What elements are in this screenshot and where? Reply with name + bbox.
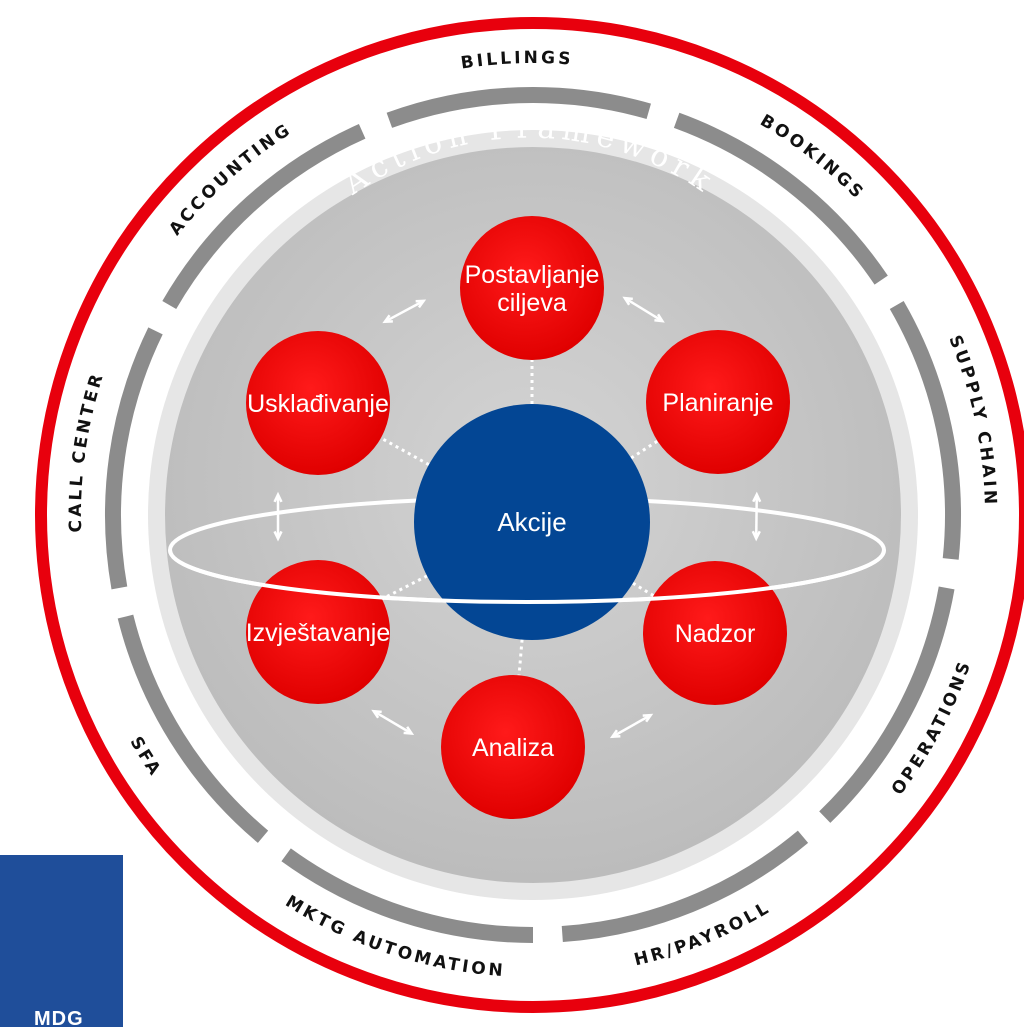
segment-bar (105, 327, 163, 590)
node-uskladjivanje: Usklađivanje (246, 331, 390, 475)
node-circle (646, 330, 790, 474)
connectors (273, 296, 762, 739)
node-circle (460, 216, 604, 360)
double-arrow (609, 713, 654, 739)
node-label: ciljeva (497, 289, 567, 317)
logo: MDG (0, 855, 123, 1027)
spoke-connector (517, 639, 524, 676)
double-arrow (622, 296, 665, 323)
node-circle (441, 675, 585, 819)
segment-bar (819, 586, 955, 823)
node-label: Analiza (472, 734, 554, 762)
segment-bar (561, 830, 809, 942)
segment-bar (162, 124, 366, 310)
double-arrow (382, 299, 427, 324)
segment-bar (117, 614, 269, 843)
node-label: Usklađivanje (247, 390, 389, 418)
segment-bar (889, 301, 961, 560)
double-arrow (273, 491, 283, 542)
node-analiza: Analiza (441, 675, 585, 819)
node-nadzor: Nadzor (643, 561, 787, 705)
segment-bar (673, 112, 888, 285)
action-nodes: PostavljanjeciljevaPlaniranjeNadzorAnali… (246, 216, 790, 819)
spoke-connector (380, 436, 430, 466)
logo-text: MDG (34, 1008, 84, 1027)
outer-segment-bars (105, 87, 961, 943)
node-label: Postavljanje (465, 261, 600, 289)
node-label: Planiranje (662, 389, 773, 417)
node-planiranje: Planiranje (646, 330, 790, 474)
node-izvjestavanje: Izvještavanje (246, 560, 391, 704)
center-label: Akcije (497, 507, 566, 537)
spoke-connector (381, 574, 428, 601)
node-label: Nadzor (675, 620, 756, 648)
spoke-connector (630, 439, 659, 460)
double-arrow (371, 709, 415, 735)
orbit-ellipse-front (168, 549, 886, 604)
double-arrow (751, 491, 762, 542)
node-label: Izvještavanje (246, 619, 391, 647)
center-circle (414, 404, 650, 640)
node-circle (246, 331, 390, 475)
segment-bar (281, 848, 534, 943)
segment-bar (386, 87, 651, 128)
